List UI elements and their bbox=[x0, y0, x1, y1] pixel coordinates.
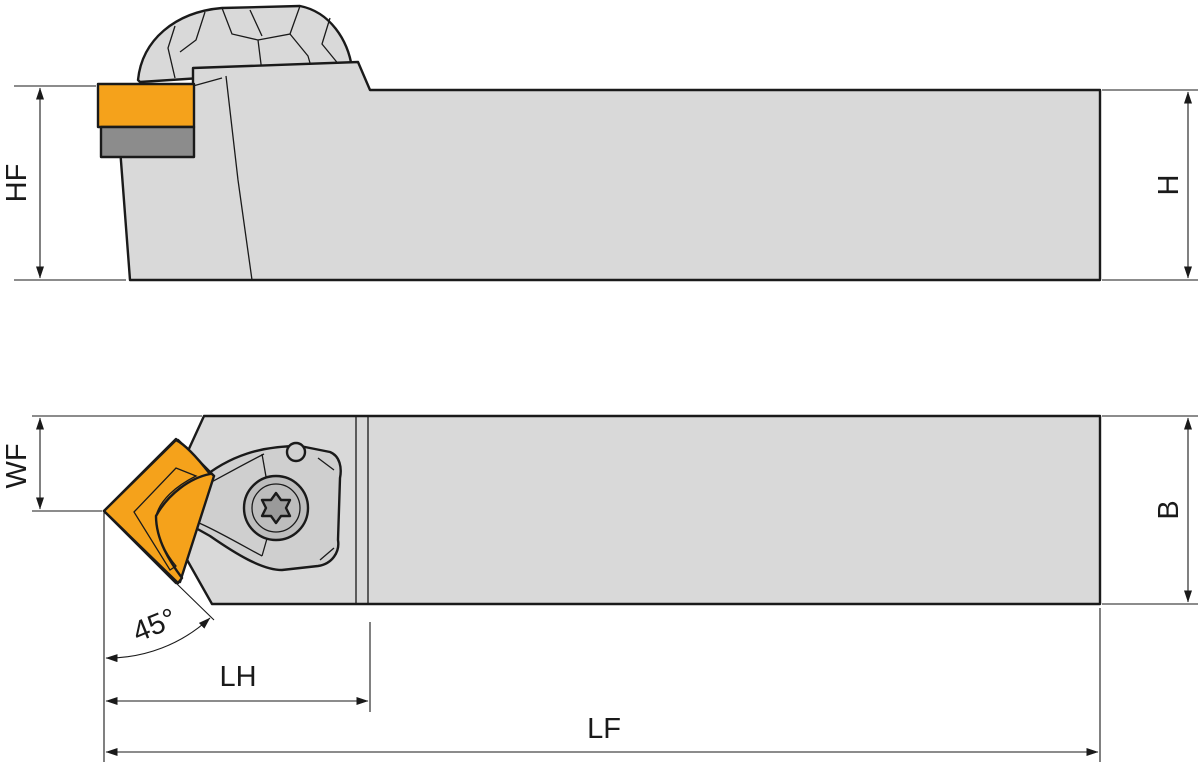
lh-dimension: LH bbox=[105, 622, 371, 712]
top-view bbox=[102, 414, 1102, 606]
wf-dimension: WF bbox=[1, 415, 202, 512]
insert-side bbox=[96, 82, 196, 129]
torx-icon bbox=[260, 491, 292, 525]
hf-dimension: HF bbox=[1, 85, 126, 281]
h-dimension: H bbox=[1102, 89, 1198, 281]
insert-seat-side bbox=[99, 125, 196, 159]
label-lf: LF bbox=[587, 713, 621, 745]
lever-pin bbox=[285, 441, 307, 463]
label-lh: LH bbox=[219, 661, 256, 693]
lf-dimension: LF bbox=[105, 608, 1101, 762]
label-b: B bbox=[1153, 500, 1185, 519]
label-hf: HF bbox=[1, 164, 33, 203]
b-dimension: B bbox=[1102, 415, 1198, 605]
label-h: H bbox=[1153, 175, 1185, 196]
label-wf: WF bbox=[1, 443, 33, 488]
label-angle: 45° bbox=[128, 603, 181, 649]
holder-body-side bbox=[118, 60, 1102, 282]
side-view bbox=[96, 4, 1102, 282]
